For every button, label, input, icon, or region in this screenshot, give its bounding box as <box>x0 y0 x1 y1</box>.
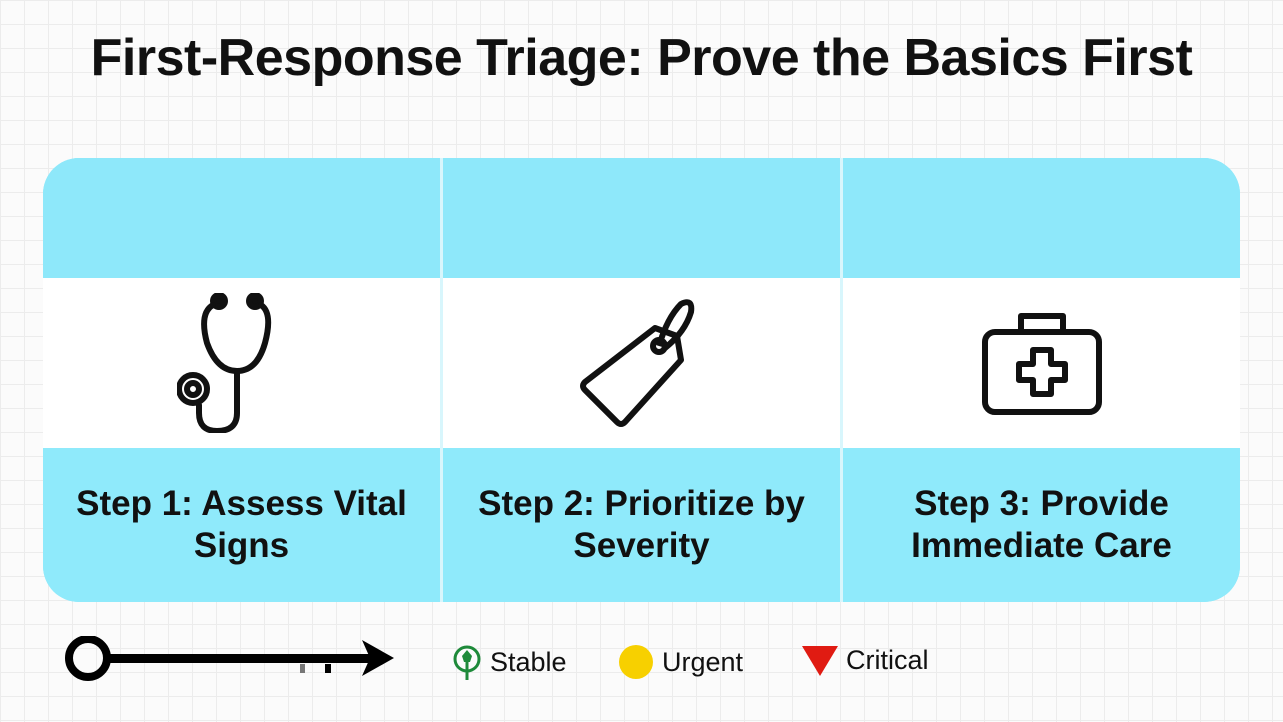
first-aid-kit-icon <box>981 313 1102 415</box>
legend-stable: Stable <box>452 644 567 680</box>
key-arrow-icon <box>65 636 394 681</box>
stable-icon <box>453 645 481 680</box>
step-2: Step 2: Prioritize by Severity <box>443 158 843 602</box>
step-label: Step 2: Prioritize by Severity <box>478 484 805 565</box>
step-1: Step 1: Assess Vital Signs <box>43 158 443 602</box>
critical-icon <box>802 646 838 676</box>
page-title: First-Response Triage: Prove the Basics … <box>90 29 1193 87</box>
step-label: Step 1: Assess Vital Signs <box>76 484 407 565</box>
stethoscope-icon <box>176 293 271 433</box>
tag-icon <box>579 299 694 427</box>
step-label: Step 3: Provide Immediate Care <box>911 484 1172 565</box>
steps-panel: Step 1: Assess Vital Signs Step 2: Prior… <box>43 158 1240 602</box>
legend-urgent: Urgent <box>618 644 743 680</box>
legend-critical: Critical <box>802 644 929 676</box>
legend: Stable Urgent Critical <box>60 636 1283 682</box>
urgent-icon <box>619 645 653 679</box>
step-3: Step 3: Provide Immediate Care <box>843 158 1240 602</box>
